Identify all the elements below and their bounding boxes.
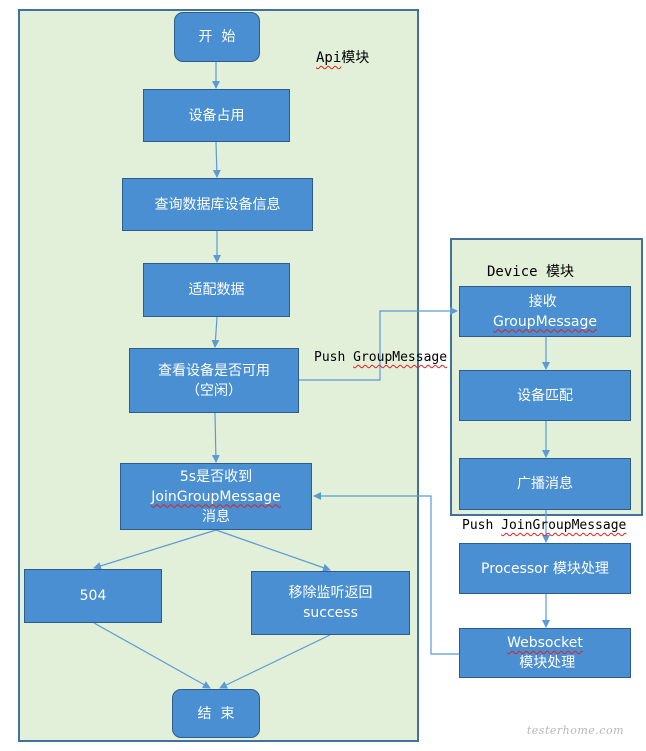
device-module-label: Device 模块: [487, 264, 575, 280]
start-node: 开 始: [174, 12, 260, 62]
edge-remove-end: [219, 634, 331, 689]
websocket-node: Websocket 模块处理: [459, 628, 631, 678]
broadcast-node: 广播消息: [459, 458, 631, 510]
push-group-message-label: Push GroupMessage: [314, 350, 448, 365]
edge-wait-timeout: [93, 529, 217, 570]
receive-group-node: 接收 GroupMessage: [459, 286, 631, 337]
query-db-node: 查询数据库设备信息: [122, 178, 313, 231]
edge-websocket-wait: [313, 492, 460, 655]
edge-wait-remove: [215, 529, 331, 572]
push-join-group-message-label: Push JoinGroupMessage: [462, 518, 627, 533]
end-node: 结 束: [172, 689, 260, 738]
edge-check-receive: [299, 307, 458, 381]
adapt-data-node: 适配数据: [143, 263, 290, 317]
device-occupy-node: 设备占用: [143, 89, 290, 142]
check-available-node: 查看设备是否可用 （空闲）: [129, 348, 299, 413]
timeout-504-node: 504: [24, 569, 162, 623]
processor-node: Processor 模块处理: [459, 543, 631, 594]
device-match-node: 设备匹配: [459, 370, 631, 421]
edge-timeout-end: [93, 622, 211, 689]
api-module-label: Api模块: [316, 50, 370, 66]
remove-listener-node: 移除监听返回 success: [251, 571, 410, 635]
edge-adapt-check: [211, 316, 220, 348]
edge-occupy-query: [212, 141, 221, 178]
edge-check-wait: [211, 412, 220, 463]
watermark: testerhome.com: [526, 724, 624, 737]
